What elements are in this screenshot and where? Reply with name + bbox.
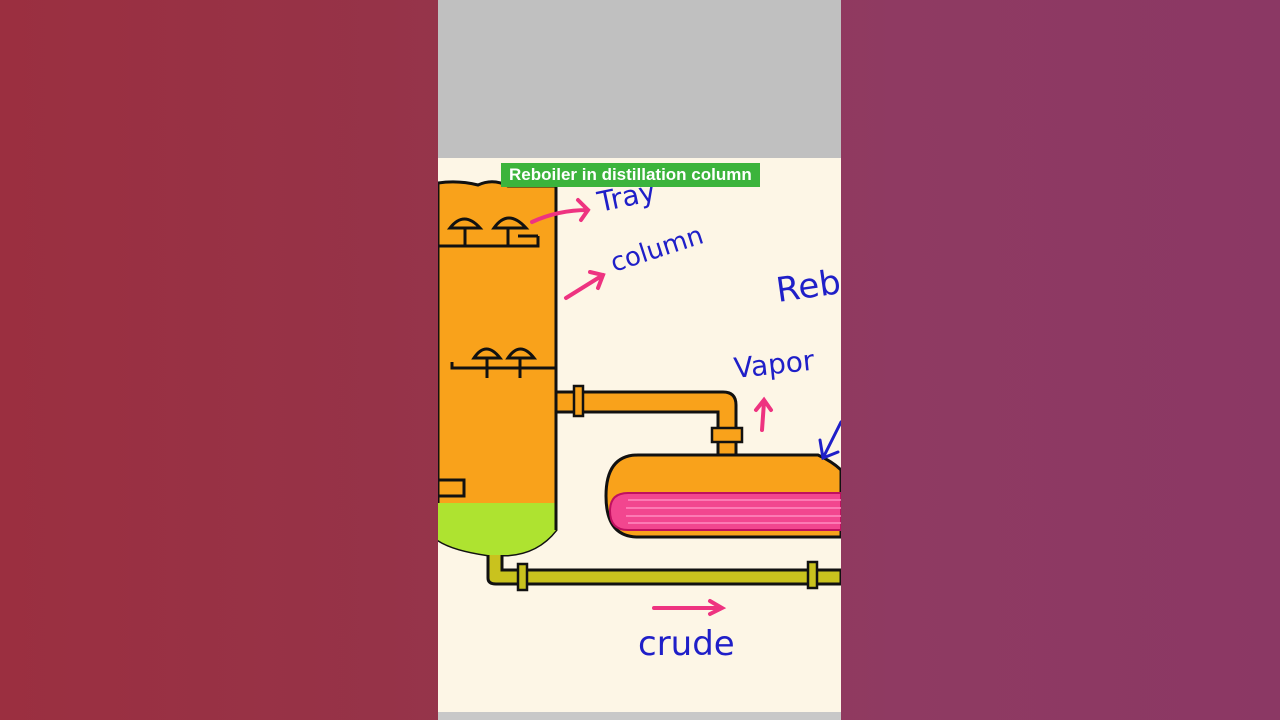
arrow-crude-icon xyxy=(652,599,727,616)
label-column: column xyxy=(607,221,707,279)
vapor-return-pipe xyxy=(554,384,744,457)
bottoms-pipe xyxy=(486,555,841,592)
tray-lower xyxy=(450,347,556,378)
arrow-to-column-icon xyxy=(564,270,606,300)
arrow-reboiler-icon xyxy=(818,420,841,461)
letterbox-bottom xyxy=(438,712,841,720)
label-vapor: Vapor xyxy=(732,344,816,385)
tray-upper xyxy=(438,216,540,248)
reboiler-diagram: Tray column Rebo Vapor crude xyxy=(438,174,841,664)
column-liquid xyxy=(438,503,556,555)
reboiler-vessel xyxy=(604,453,841,539)
arrow-to-tray-icon xyxy=(530,198,591,224)
heating-tube-bundle xyxy=(608,492,841,531)
video-frame: Reboiler in distillation column xyxy=(438,0,841,720)
video-title-banner: Reboiler in distillation column xyxy=(501,163,760,187)
arrows xyxy=(530,198,841,616)
label-reboiler: Rebo xyxy=(774,259,841,310)
arrow-vapor-icon xyxy=(754,396,773,432)
label-crude: crude xyxy=(638,624,735,664)
letterbox-top xyxy=(438,0,841,158)
